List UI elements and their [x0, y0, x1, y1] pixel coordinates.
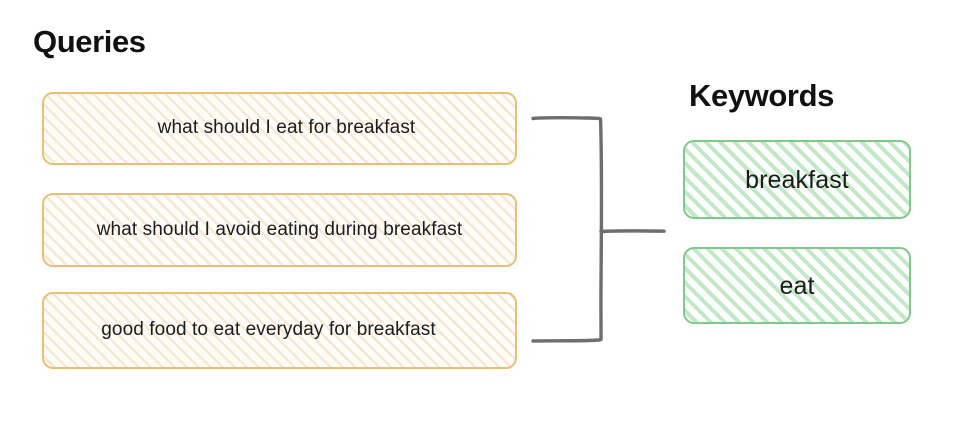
bracket-spine [598, 117, 604, 342]
bracket-connector [525, 105, 680, 355]
query-box[interactable]: good food to eat everyday for breakfast [42, 292, 517, 369]
bracket-middle-stub [599, 229, 666, 234]
query-box[interactable]: what should I avoid eating during breakf… [42, 193, 517, 267]
keywords-heading: Keywords [689, 78, 834, 113]
keyword-box[interactable]: breakfast [683, 140, 911, 219]
query-label: what should I eat for breakfast [157, 117, 416, 139]
queries-heading: Queries [33, 24, 146, 59]
bracket-bottom-arm [531, 338, 602, 343]
query-label: what should I avoid eating during breakf… [96, 218, 463, 240]
keyword-label: eat [779, 271, 815, 300]
keyword-label: breakfast [745, 165, 849, 194]
query-box[interactable]: what should I eat for breakfast [42, 92, 517, 165]
keyword-box[interactable]: eat [683, 247, 911, 324]
query-label: good food to eat everyday for breakfast [101, 319, 436, 341]
bracket-top-arm [531, 115, 601, 121]
